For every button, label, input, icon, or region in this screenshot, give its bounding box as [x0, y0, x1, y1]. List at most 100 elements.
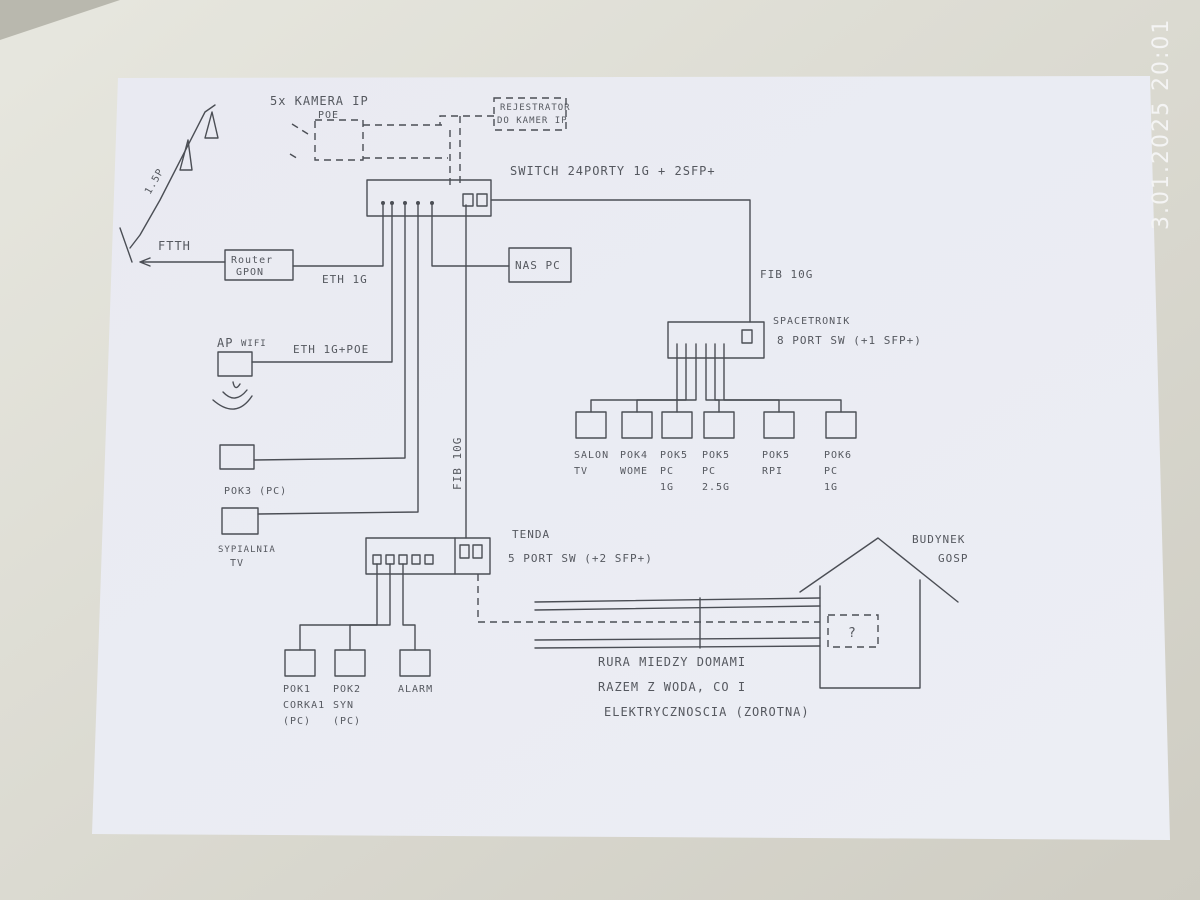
- ap-link: [251, 204, 393, 363]
- sfp-port-icon: [741, 329, 753, 344]
- device-label: 1G: [660, 482, 674, 493]
- device-label: (PC): [333, 716, 361, 727]
- eth-poe-label: ETH 1G+POE: [293, 343, 369, 356]
- cameras-label: 5x KAMERA IP: [270, 94, 369, 108]
- spacetronik-label-2: 8 PORT SW (+1 SFP+): [777, 334, 922, 347]
- fiber-right: FIB 10G: [490, 199, 813, 323]
- pok3-box: [219, 444, 255, 470]
- photo-timestamp: 3.01.2025 20:01: [1149, 18, 1174, 230]
- port-icon: [381, 201, 385, 205]
- nas-group: NAS PC: [431, 204, 572, 283]
- main-switch-label: SWITCH 24PORTY 1G + 2SFP+: [510, 164, 716, 178]
- router-label-2: GPON: [236, 267, 264, 278]
- device-link: [676, 343, 697, 413]
- device-label: CORKA1: [283, 700, 325, 711]
- ftth-label: FTTH: [158, 239, 191, 253]
- spacetronik-label-1: SPACETRONIK: [773, 316, 850, 327]
- device-link: [299, 563, 378, 651]
- pipe-label-2: RAZEM Z WODA, CO I: [598, 680, 746, 694]
- building-question-label: ?: [848, 626, 857, 641]
- device-box: [703, 411, 735, 439]
- device-label: 1G: [824, 482, 838, 493]
- device-label: POK5: [702, 450, 730, 461]
- wifi-icon: [212, 381, 253, 410]
- port-icon: [430, 201, 434, 205]
- pok3-label: POK3 (PC): [224, 486, 287, 497]
- sypialnia-link: [257, 204, 419, 515]
- cameras-poe-label: POE: [318, 110, 339, 121]
- ap-box: [217, 351, 253, 377]
- building-outline: [799, 537, 959, 689]
- device-link: [636, 343, 687, 413]
- ap-wifi-label: WIFI: [241, 339, 267, 349]
- nas-box: [508, 247, 572, 283]
- device-box: [575, 411, 607, 439]
- pipe-label-1: RURA MIEDZY DOMAMI: [598, 655, 746, 669]
- spacetronik-box: [667, 321, 765, 359]
- device-label: ALARM: [398, 684, 433, 695]
- fiber-vertical: FIB 10G: [451, 204, 467, 539]
- main-switch: SWITCH 24PORTY 1G + 2SFP+: [366, 164, 716, 217]
- device-link: [590, 343, 678, 413]
- device-box: [825, 411, 857, 439]
- port-icon: [390, 201, 394, 205]
- router-link: [292, 204, 384, 267]
- camera-group: 5x KAMERA IP POE: [270, 94, 448, 161]
- device-label: WOME: [620, 466, 648, 477]
- device-label: POK5: [660, 450, 688, 461]
- sfp-port-icon: [462, 193, 474, 207]
- device-box: [334, 649, 366, 677]
- sfp-port-icon: [476, 193, 488, 207]
- device-label: POK4: [620, 450, 648, 461]
- device-label: PC: [824, 466, 838, 477]
- outbuilding-group: ? BUDYNEK GOSP: [799, 533, 968, 689]
- camera-icon: [289, 123, 309, 161]
- device-label: POK2: [333, 684, 361, 695]
- pipe-label-3: ELEKTRYCZNOSCIA (ZOROTNA): [604, 705, 810, 719]
- desk-shadow: [0, 0, 120, 40]
- device-label: 2.5G: [702, 482, 730, 493]
- spacetronik-switch: SPACETRONIK 8 PORT SW (+1 SFP+): [667, 316, 922, 359]
- sypialnia-box: [221, 507, 259, 535]
- pipe-lines: [534, 597, 821, 649]
- fib-vertical-label: FIB 10G: [451, 437, 464, 490]
- tenda-switch: TENDA 5 PORT SW (+2 SFP+): [365, 528, 653, 575]
- device-link: [402, 563, 416, 651]
- antenna-line: [129, 104, 216, 249]
- device-label: POK5: [762, 450, 790, 461]
- device-label: SALON: [574, 450, 609, 461]
- device-label: POK6: [824, 450, 852, 461]
- tenda-label-2: 5 PORT SW (+2 SFP+): [508, 552, 653, 565]
- device-label: PC: [660, 466, 674, 477]
- recorder-label-2: DO KAMER IP: [497, 116, 568, 126]
- device-link: [349, 563, 391, 651]
- main-switch-box: [366, 179, 492, 217]
- camera-dashed-link: [363, 124, 448, 159]
- pipe-group: RURA MIEDZY DOMAMI RAZEM Z WODA, CO I EL…: [477, 574, 821, 719]
- ftth-line: [119, 227, 226, 267]
- recorder-box: [493, 97, 567, 131]
- device-label: (PC): [283, 716, 311, 727]
- tenda-label-1: TENDA: [512, 528, 550, 541]
- port-icon: [416, 201, 420, 205]
- nas-label: NAS PC: [515, 259, 561, 272]
- recorder-label-1: REJESTRATOR: [500, 103, 571, 113]
- router-label-1: Router: [231, 255, 273, 266]
- port-icon: [411, 554, 421, 565]
- antenna-icon: [179, 111, 219, 171]
- device-label: POK1: [283, 684, 311, 695]
- fib-right-label: FIB 10G: [760, 268, 813, 281]
- building-device-box: [827, 614, 879, 648]
- device-box: [284, 649, 316, 677]
- device-label: SYN: [333, 700, 354, 711]
- camera-box: [314, 119, 364, 161]
- pok3-group: POK3 (PC): [219, 204, 406, 497]
- recorder-group: REJESTRATOR DO KAMER IP: [439, 97, 571, 190]
- fiber-right-link: [490, 199, 751, 323]
- port-icon: [403, 201, 407, 205]
- sypialnia-label-1: SYPIALNIA: [218, 545, 276, 555]
- device-label: TV: [574, 466, 588, 477]
- pok3-link: [253, 204, 406, 461]
